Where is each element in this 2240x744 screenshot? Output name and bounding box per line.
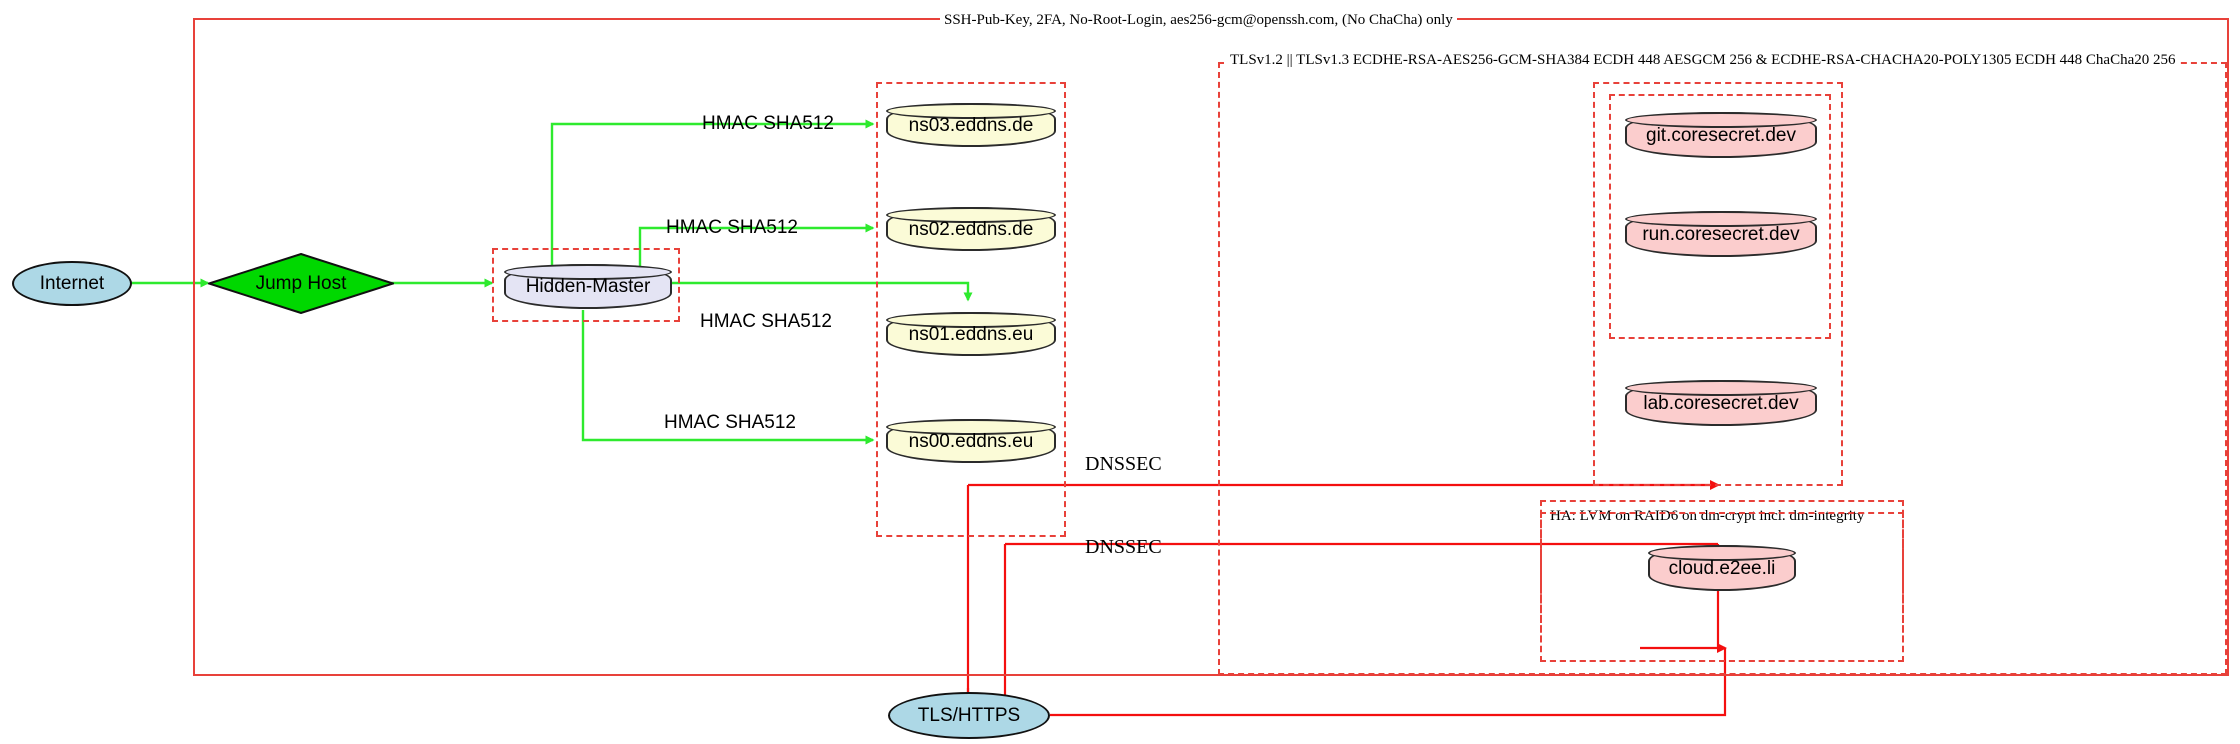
node-hidden-master-label: Hidden-Master	[525, 276, 651, 297]
node-ns03-label: ns03.eddns.de	[908, 114, 1034, 136]
node-hidden-master[interactable]: Hidden-Master	[504, 264, 672, 309]
node-run-coresecret-label: run.coresecret.dev	[1642, 223, 1800, 245]
node-tls-https-label: TLS/HTTPS	[917, 704, 1021, 726]
node-run-coresecret[interactable]: run.coresecret.dev	[1625, 211, 1817, 257]
node-cloud-e2ee[interactable]: cloud.e2ee.li	[1648, 545, 1796, 591]
node-ns00-label: ns00.eddns.eu	[908, 430, 1034, 452]
node-jump-host[interactable]: Jump Host	[208, 253, 394, 314]
cluster-cloud-zone-boundary	[1540, 512, 1904, 662]
node-git-coresecret[interactable]: git.coresecret.dev	[1625, 112, 1817, 158]
cluster-coresecret-boundary	[1593, 82, 1843, 486]
edge-label-hmac-ns02: HMAC SHA512	[666, 217, 798, 238]
edge-label-dnssec-upper: DNSSEC	[1085, 453, 1162, 475]
node-ns01[interactable]: ns01.eddns.eu	[886, 312, 1056, 356]
cluster-hidden-master-boundary	[492, 248, 680, 322]
edge-label-hmac-ns01: HMAC SHA512	[700, 311, 832, 332]
cluster-tls-label: TLSv1.2 || TLSv1.3 ECDHE-RSA-AES256-GCM-…	[1226, 52, 2180, 69]
cluster-dns-zone-boundary	[876, 82, 1066, 537]
node-cloud-e2ee-label: cloud.e2ee.li	[1668, 557, 1776, 579]
edge-label-dnssec-lower: DNSSEC	[1085, 536, 1162, 558]
node-git-coresecret-label: git.coresecret.dev	[1646, 124, 1796, 146]
edge-label-hmac-ns03: HMAC SHA512	[702, 113, 834, 134]
node-lab-coresecret[interactable]: lab.coresecret.dev	[1625, 380, 1817, 426]
node-lab-coresecret-label: lab.coresecret.dev	[1643, 392, 1799, 414]
node-ns00[interactable]: ns00.eddns.eu	[886, 419, 1056, 463]
cluster-ssh-label: SSH-Pub-Key, 2FA, No-Root-Login, aes256-…	[940, 12, 1457, 29]
edge-label-hmac-ns00: HMAC SHA512	[664, 412, 796, 433]
node-ns02-label: ns02.eddns.de	[908, 218, 1034, 240]
diamond-shape	[208, 253, 394, 314]
cluster-coresecret-inner-boundary	[1609, 94, 1831, 339]
node-ns02[interactable]: ns02.eddns.de	[886, 207, 1056, 251]
node-ns01-label: ns01.eddns.eu	[908, 323, 1034, 345]
node-tls-https[interactable]: TLS/HTTPS	[888, 692, 1050, 739]
node-jump-host-label: Jump Host	[255, 272, 347, 294]
node-internet-label: Internet	[39, 272, 105, 294]
node-internet[interactable]: Internet	[12, 261, 132, 306]
node-ns03[interactable]: ns03.eddns.de	[886, 103, 1056, 147]
